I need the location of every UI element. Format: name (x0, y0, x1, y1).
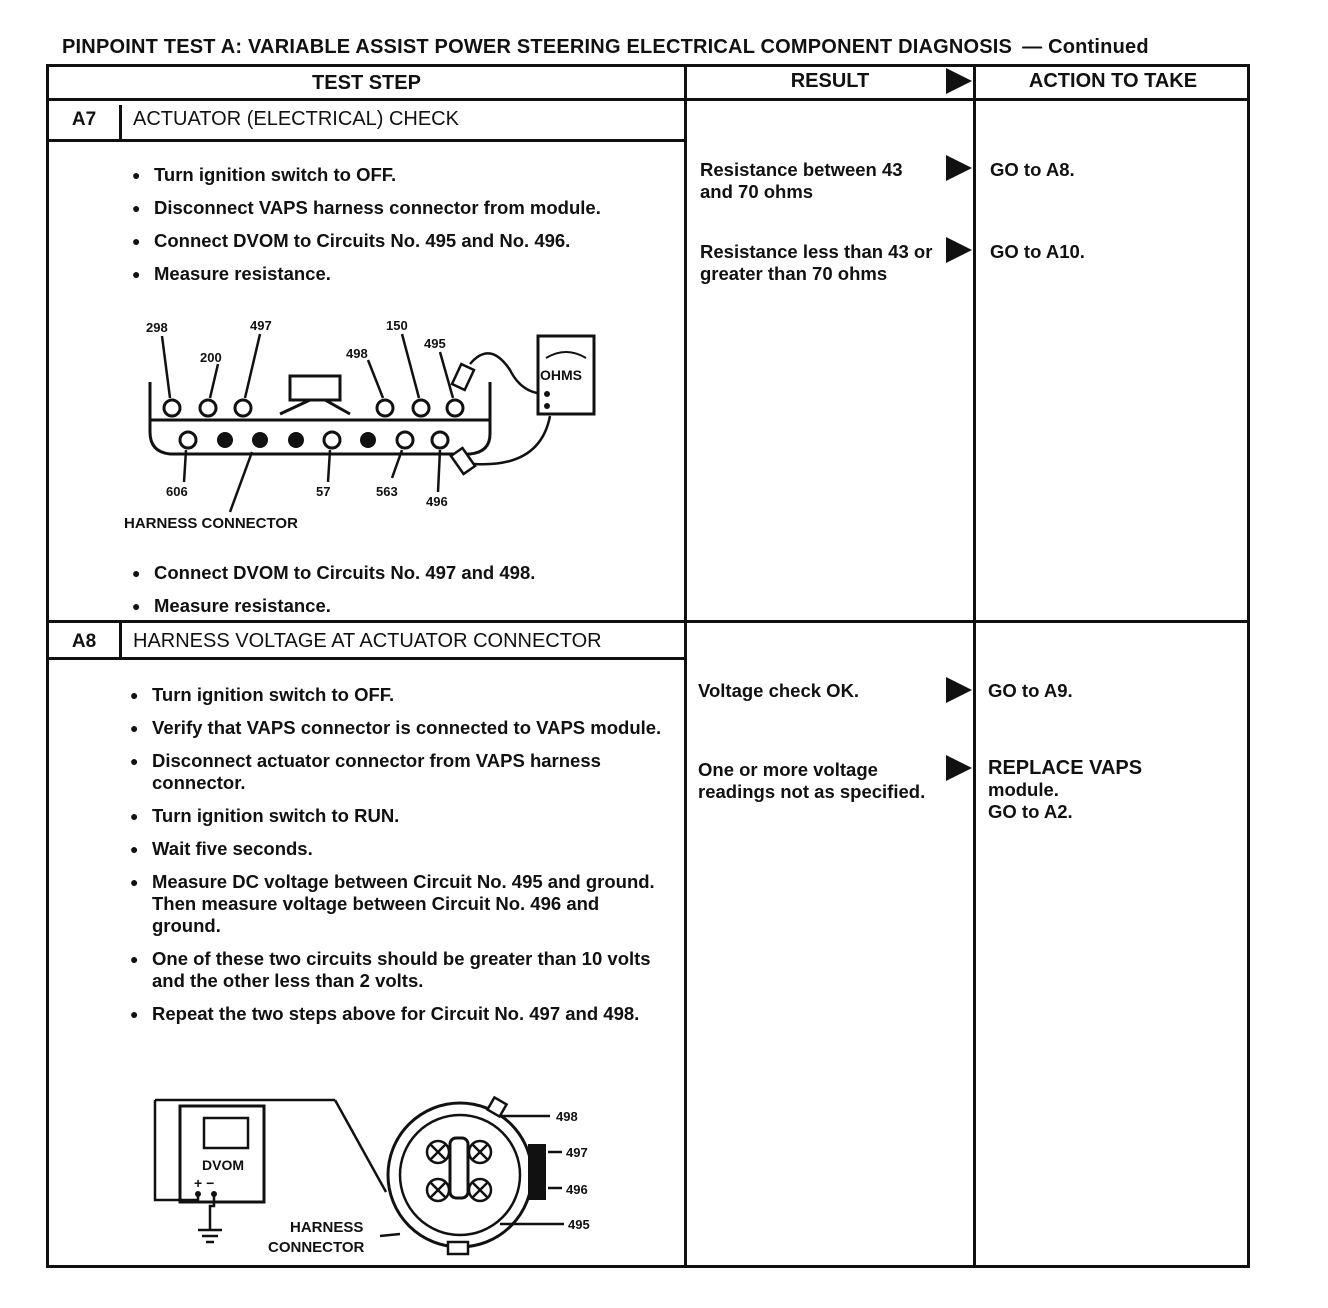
probe-red (450, 362, 476, 392)
step-a7-header: A7 ACTUATOR (ELECTRICAL) CHECK (49, 105, 684, 142)
list-item: Verify that VAPS connector is connected … (128, 717, 664, 739)
dvom-terminals: + − (194, 1175, 214, 1191)
a7-result-2: Resistance less than 43 or greater than … (700, 241, 933, 284)
terminal-plug (288, 432, 304, 448)
harness-connector-diagram: 298 200 497 498 150 495 606 57 563 496 O… (124, 318, 596, 532)
pin-label: 606 (166, 484, 188, 499)
step-a7-title: ACTUATOR (ELECTRICAL) CHECK (133, 108, 459, 130)
list-item: Turn ignition switch to OFF. (130, 164, 670, 186)
a8-action-2-line1: REPLACE VAPS (988, 757, 1143, 779)
terminal-495 (445, 398, 465, 418)
terminal-plug (360, 432, 376, 448)
harness-label-2: CONNECTOR (268, 1239, 365, 1256)
pin-label: 563 (376, 484, 398, 499)
pin-label: 298 (146, 320, 168, 335)
connector-lock-tab (528, 1144, 546, 1200)
result-arrow-icon (946, 155, 972, 181)
pin-label: 497 (566, 1145, 588, 1160)
list-item: Wait five seconds. (128, 838, 664, 860)
dvom-label: DVOM (202, 1157, 244, 1173)
pin-label: 498 (556, 1109, 578, 1124)
a7-action-1: GO to A8. (990, 159, 1075, 180)
a7-action-2: GO to A10. (990, 241, 1085, 262)
a8-result-2: One or more voltage readings not as spec… (698, 759, 926, 802)
list-item: Repeat the two steps above for Circuit N… (128, 1003, 664, 1025)
result-arrow-icon (946, 755, 972, 781)
pin-label: 497 (250, 318, 272, 333)
test-table (46, 64, 1250, 1268)
header-action: ACTION TO TAKE (1028, 70, 1198, 92)
result-arrow-icon (946, 237, 972, 263)
list-item: One of these two circuits should be grea… (128, 948, 664, 992)
actuator-connector-diagram: DVOM + − 498 497 496 495 HARNESS CONNECT… (153, 1095, 590, 1256)
step-a8-id: A8 (71, 631, 97, 652)
a8-action-2-line2: module. (988, 779, 1059, 800)
list-item: Disconnect actuator connector from VAPS … (128, 750, 664, 794)
pin-label: 495 (568, 1217, 590, 1232)
list-item: Connect DVOM to Circuits No. 495 and No.… (130, 230, 670, 252)
pin-label: 495 (424, 336, 446, 351)
terminal-497 (233, 398, 253, 418)
step-a7-instructions: Turn ignition switch to OFF. Disconnect … (130, 164, 670, 285)
pin-label: 498 (346, 346, 368, 361)
header-divider (46, 98, 1250, 101)
terminal-498 (375, 398, 395, 418)
pin-label: 200 (200, 350, 222, 365)
terminal-563 (395, 430, 415, 450)
a8-action-2-line3: GO to A2. (988, 801, 1073, 822)
title-text: PINPOINT TEST A: VARIABLE ASSIST POWER S… (62, 36, 1013, 58)
step-a8-instructions: Turn ignition switch to OFF. Verify that… (128, 684, 664, 1025)
list-item: Connect DVOM to Circuits No. 497 and 498… (130, 562, 670, 584)
terminal-150 (411, 398, 431, 418)
terminal-200 (198, 398, 218, 418)
list-item: Turn ignition switch to OFF. (128, 684, 664, 706)
harness-connector-label: HARNESS CONNECTOR (124, 515, 298, 532)
harness-label-1: HARNESS (290, 1219, 363, 1236)
terminal-496 (430, 430, 450, 450)
step-a7-id: A7 (71, 109, 97, 130)
ohms-label: OHMS (540, 367, 582, 383)
connector-latch (288, 374, 342, 402)
ohmmeter-icon (536, 334, 596, 416)
terminal-plug (252, 432, 268, 448)
column-divider-action (973, 64, 976, 1268)
list-item: Measure resistance. (130, 595, 670, 617)
a8-action-2: REPLACE VAPS module. GO to A2. (988, 757, 1238, 823)
terminal-298 (162, 398, 182, 418)
list-item: Turn ignition switch to RUN. (128, 805, 664, 827)
pin-label: 57 (316, 484, 330, 499)
section-divider (46, 620, 1250, 623)
page-title: PINPOINT TEST A: VARIABLE ASSIST POWER S… (62, 36, 1149, 59)
pin-label: 150 (386, 318, 408, 333)
step-a8-title: HARNESS VOLTAGE AT ACTUATOR CONNECTOR (133, 630, 602, 652)
header-result: RESULT (790, 70, 870, 92)
a7-result-1: Resistance between 43 and 70 ohms (700, 159, 903, 202)
pin-label: 496 (426, 494, 448, 509)
terminal-57 (322, 430, 342, 450)
terminal-606 (178, 430, 198, 450)
header-arrow-icon (946, 68, 972, 94)
step-a7-instructions-after: Connect DVOM to Circuits No. 497 and 498… (130, 562, 670, 617)
pin-label: 496 (566, 1182, 588, 1197)
header-test-step: TEST STEP (312, 72, 421, 94)
list-item: Disconnect VAPS harness connector from m… (130, 197, 670, 219)
probe-black (449, 446, 477, 476)
a8-result-1: Voltage check OK. (698, 680, 860, 701)
step-a8-header: A8 HARNESS VOLTAGE AT ACTUATOR CONNECTOR (49, 623, 684, 660)
terminal-plug (217, 432, 233, 448)
a8-action-1: GO to A9. (988, 680, 1073, 701)
title-continued: — Continued (1022, 36, 1149, 58)
result-arrow-icon (946, 677, 972, 703)
list-item: Measure DC voltage between Circuit No. 4… (128, 871, 664, 937)
list-item: Measure resistance. (130, 263, 670, 285)
dvom-icon (178, 1104, 266, 1204)
column-divider-result (684, 64, 687, 1268)
